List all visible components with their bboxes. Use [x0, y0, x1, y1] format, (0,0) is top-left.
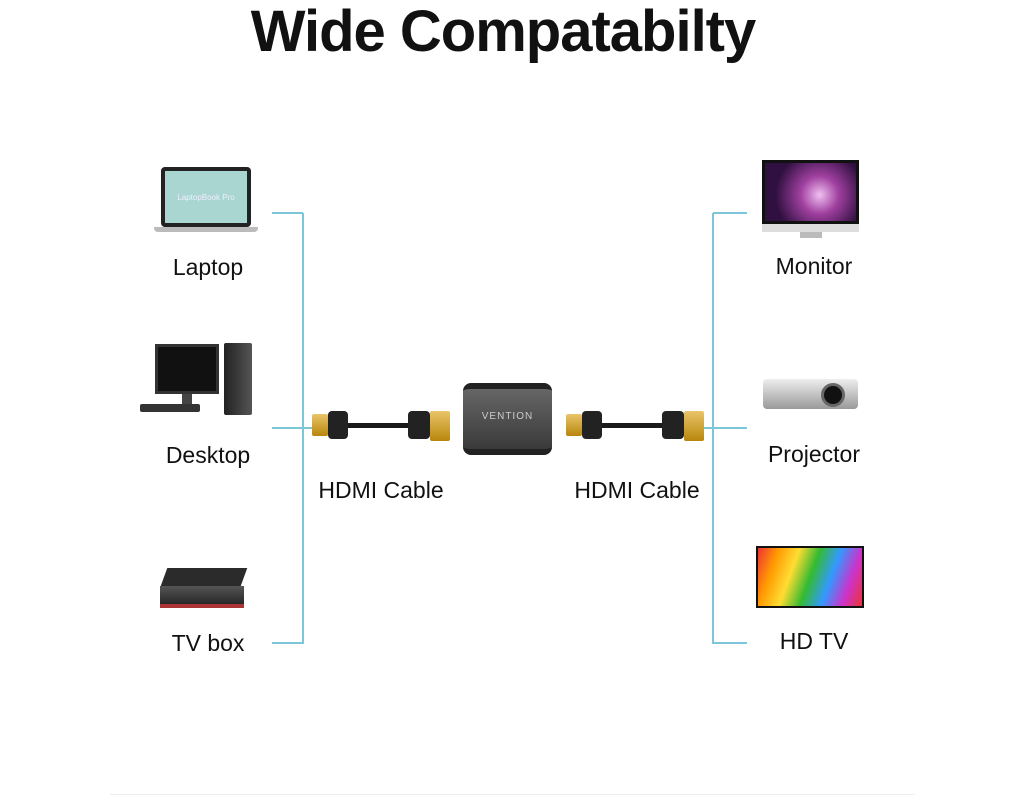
adapter-brand: VENTION — [481, 411, 534, 422]
left-connector-branch — [272, 212, 303, 214]
right-connector-branch — [713, 212, 747, 214]
source-label-laptop: Laptop — [172, 254, 244, 280]
tv-box-icon — [160, 568, 248, 612]
desktop-icon — [140, 340, 255, 420]
cable-label-right: HDMI Cable — [574, 477, 700, 503]
page-title: Wide Compatabilty — [250, 0, 757, 64]
laptop-icon: LaptopBook Pro — [154, 167, 258, 235]
source-label-tv-box: TV box — [171, 630, 245, 656]
hdmi-cable-left — [312, 406, 452, 446]
tv-icon — [756, 546, 864, 612]
laptop-screen-text: LaptopBook Pro — [165, 171, 247, 223]
monitor-icon — [762, 160, 859, 240]
cable-label-left: HDMI Cable — [318, 477, 444, 503]
hdmi-adapter: VENTION — [463, 383, 552, 455]
target-label-projector: Projector — [767, 441, 861, 467]
bottom-divider — [110, 794, 915, 795]
projector-icon — [763, 377, 858, 411]
left-connector-branch — [272, 642, 303, 644]
target-label-hd-tv: HD TV — [779, 628, 849, 654]
left-connector-branch — [272, 427, 330, 429]
hdmi-cable-right — [566, 406, 706, 446]
right-connector-branch — [713, 642, 747, 644]
source-label-desktop: Desktop — [165, 442, 251, 468]
right-connector-branch — [690, 427, 747, 429]
target-label-monitor: Monitor — [775, 253, 853, 279]
